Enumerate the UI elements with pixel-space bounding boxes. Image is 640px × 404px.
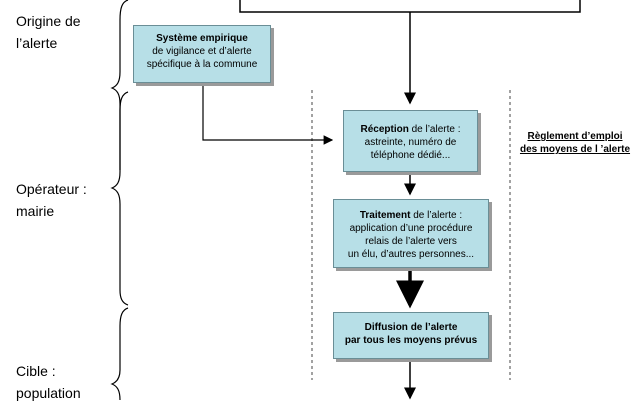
- box-reception-inline: de l’alerte :: [408, 124, 461, 135]
- box-systeme-title: Système empirique: [156, 33, 248, 44]
- note-reglement-emploi: Règlement d’emploi des moyens de l ’aler…: [519, 131, 631, 155]
- box-traitement-title: Traitement: [359, 210, 411, 221]
- box-systeme-empirique: Système empirique de vigilance et d’aler…: [133, 25, 271, 83]
- box-traitement-inline: de l’alerte :: [410, 210, 463, 221]
- box-diffusion-text: par tous les moyens prévus: [344, 335, 478, 346]
- label-cible-population: Cible : population: [16, 363, 81, 401]
- box-reception-text: astreinte, numéro de téléphone dédié...: [364, 137, 457, 161]
- brace-cible: [110, 307, 129, 400]
- box-reception: Réception de l’alerte : astreinte, numér…: [343, 110, 478, 172]
- brace-operateur: [110, 91, 129, 306]
- arrow-systeme-to-reception: [202, 86, 334, 145]
- label-origine-alerte: Origine de l’alerte: [16, 13, 81, 51]
- top-box-edge: [239, 0, 581, 13]
- box-diffusion-title: Diffusion de l’alerte: [364, 322, 458, 333]
- box-traitement-text: application d’une procédure relais de l’…: [347, 223, 475, 260]
- box-systeme-text: de vigilance et d’alerte spécifique à la…: [146, 46, 258, 70]
- box-diffusion: Diffusion de l’alerte par tous les moyen…: [333, 312, 489, 359]
- brace-origine: [110, 0, 129, 170]
- label-operateur-mairie: Opérateur : mairie: [16, 181, 87, 219]
- box-traitement: Traitement de l’alerte : application d’u…: [333, 199, 489, 268]
- box-reception-title: Réception: [360, 124, 409, 135]
